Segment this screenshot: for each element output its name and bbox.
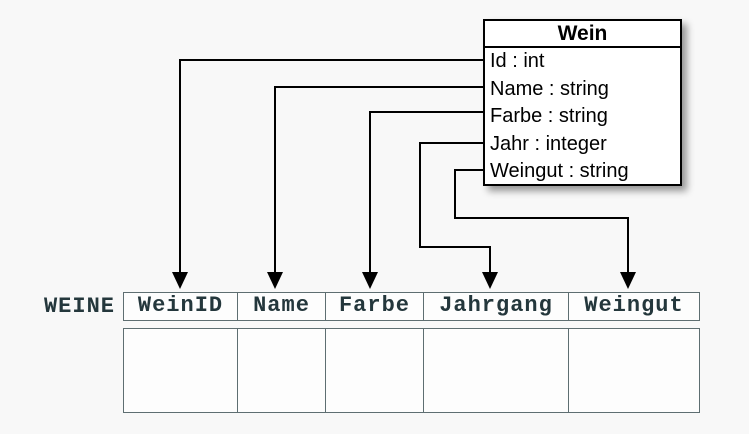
body-cell-farbe (326, 329, 424, 412)
connector-weingut-to-weingut (454, 169, 636, 289)
arrowhead-weinid (172, 272, 188, 289)
arrowhead-jahrgang (482, 272, 498, 289)
column-header-weingut: Weingut (584, 293, 684, 318)
connector-jahr-to-jahrgang (419, 142, 498, 289)
class-attribute-farbe: Farbe : string (490, 105, 608, 127)
uml-class-box-wein: Wein Id : int Name : string Farbe : stri… (483, 19, 682, 186)
connector-name-to-name (267, 86, 484, 289)
column-header-farbe: Farbe (326, 293, 424, 320)
arrowhead-farbe (362, 272, 378, 289)
table-header-row: WeinID Name Farbe Jahrgang Weingut (123, 292, 700, 321)
class-attribute-name: Name : string (490, 77, 609, 100)
connector-id-to-weinid (172, 59, 484, 289)
class-attribute-list: Id : int Name : string Farbe : string Ja… (485, 48, 680, 186)
class-title: Wein (485, 21, 680, 48)
body-cell-weingut (569, 329, 699, 412)
table-name-label: WEINE (43, 294, 115, 319)
column-header-jahrgang: Jahrgang (424, 293, 569, 320)
body-cell-jahrgang (424, 329, 569, 412)
body-cell-name (238, 329, 326, 412)
column-header-name: Name (238, 293, 326, 320)
column-header-weinid: WeinID (124, 293, 238, 320)
class-attribute-jahr: Jahr : integer (490, 132, 607, 155)
connector-farbe-to-farbe (362, 111, 484, 289)
body-cell-weinid (124, 329, 238, 412)
class-attribute-id: Id : int (490, 50, 545, 72)
arrowhead-name (267, 272, 283, 289)
class-attribute-weingut: Weingut : string (490, 160, 629, 182)
table-body-row (123, 328, 700, 413)
arrowhead-weingut (620, 272, 636, 289)
